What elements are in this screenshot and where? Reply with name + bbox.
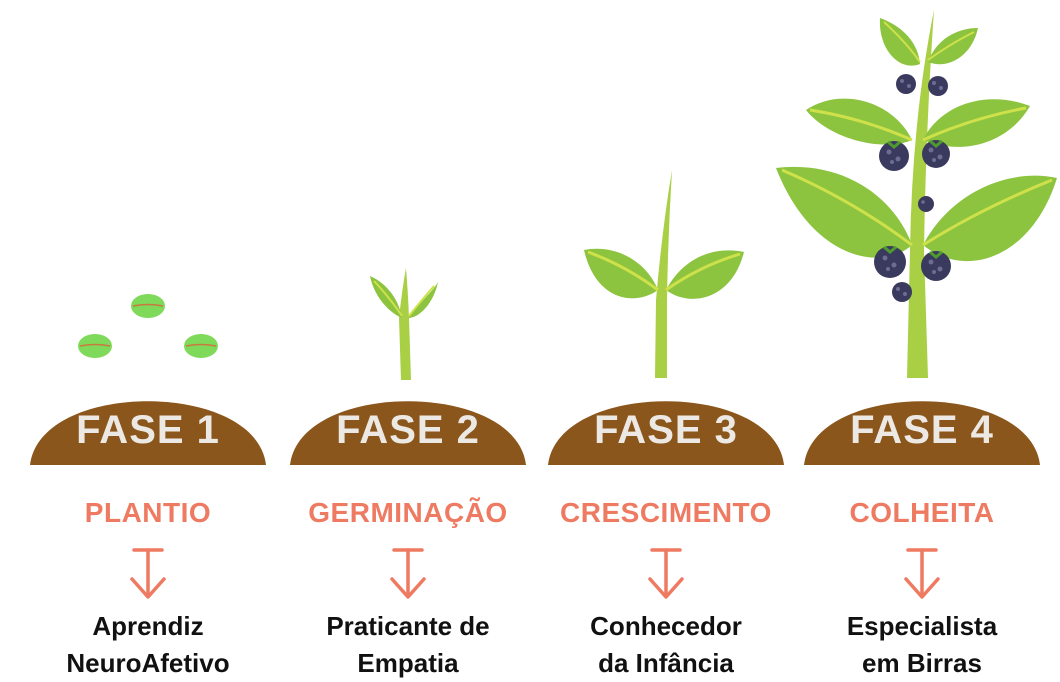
outcome-line-2: em Birras: [862, 648, 982, 678]
berry: [879, 140, 909, 171]
outcome-text: Conhecedor da Infância: [526, 608, 806, 682]
seed: [131, 294, 165, 318]
arrow-down-icon: [648, 548, 684, 599]
berry: [922, 139, 950, 168]
phase-label: FASE 4: [850, 408, 994, 452]
phase-name: CRESCIMENTO: [560, 497, 772, 528]
soil-mound: [548, 401, 784, 465]
outcome-line-1: Especialista: [846, 611, 998, 641]
berry: [918, 196, 934, 212]
berry-plant-icon: [776, 10, 1057, 378]
seeds-icon: [78, 294, 218, 358]
stage-4-illustration: [776, 10, 1057, 465]
soil-mound: [290, 401, 526, 465]
berry: [874, 245, 906, 278]
stage-2: FASE 2 GERMINAÇÃO Praticante de Empatia: [288, 0, 528, 680]
stage-3-illustration: [548, 170, 784, 465]
outcome-line-1: Aprendiz: [92, 611, 204, 641]
berry: [928, 76, 948, 96]
phase-label: FASE 1: [76, 408, 220, 452]
berry: [892, 282, 912, 302]
phase-label: FASE 3: [594, 408, 738, 452]
stage-3: FASE 3 CRESCIMENTO Conhecedor da Infânci…: [546, 0, 786, 680]
outcome-text: Praticante de Empatia: [268, 608, 548, 682]
arrow-down-icon: [390, 548, 426, 599]
arrow-down-icon: [904, 548, 940, 599]
phase-name: COLHEITA: [849, 497, 995, 528]
outcome-line-2: da Infância: [598, 648, 734, 678]
outcome-text: Especialista em Birras: [782, 608, 1060, 682]
outcome-text: Aprendiz NeuroAfetivo: [8, 608, 288, 682]
outcome-line-1: Praticante de: [326, 611, 490, 641]
seed: [78, 334, 112, 358]
berry: [921, 250, 951, 281]
outcome-line-1: Conhecedor: [590, 611, 742, 641]
soil-mound: [30, 401, 266, 465]
young-plant-icon: [584, 170, 744, 378]
sprout-icon: [370, 268, 438, 380]
stage-1: FASE 1 PLANTIO Aprendiz NeuroAfetivo: [28, 0, 268, 680]
stage-2-illustration: [290, 268, 526, 465]
phase-name: GERMINAÇÃO: [308, 497, 508, 528]
phase-label: FASE 2: [336, 408, 480, 452]
outcome-line-2: Empatia: [357, 648, 459, 678]
stage-1-illustration: [30, 294, 266, 465]
berry: [896, 74, 916, 94]
phase-name: PLANTIO: [84, 497, 212, 528]
stage-4: FASE 4 COLHEITA Especialista em Birras: [776, 0, 1057, 680]
arrow-down-icon: [130, 548, 166, 599]
outcome-line-2: NeuroAfetivo: [66, 648, 230, 678]
seed: [184, 334, 218, 358]
soil-mound: [804, 401, 1040, 465]
